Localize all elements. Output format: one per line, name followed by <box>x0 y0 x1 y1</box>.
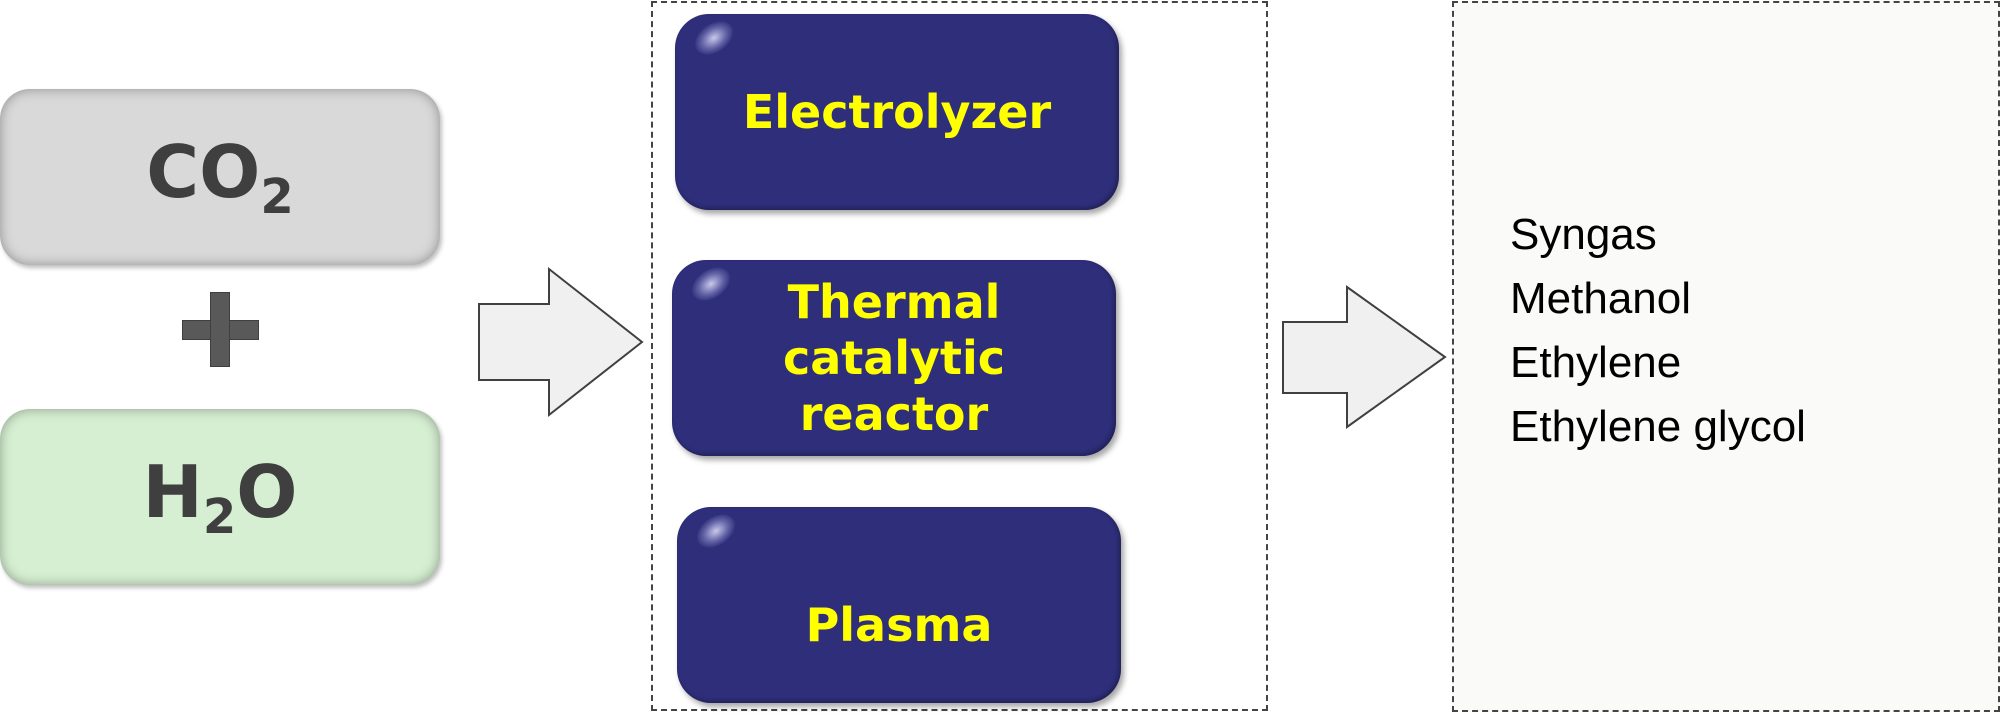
product-item: Ethylene <box>1510 338 1682 387</box>
thermal-catalytic-reactor-box: Thermal catalytic reactor <box>672 260 1116 456</box>
plasma-label: Plasma <box>805 598 993 652</box>
products-group: Syngas Methanol Ethylene Ethylene glycol <box>1452 1 2000 712</box>
h2o-label: H2O <box>142 449 298 545</box>
product-list: Syngas Methanol Ethylene Ethylene glycol <box>1510 203 1806 459</box>
co2-label: CO2 <box>146 129 294 225</box>
h2o-box: H2O <box>0 409 440 585</box>
conversion-technologies-group: Electrolyzer Thermal catalytic reactor P… <box>651 1 1268 711</box>
thermal-label-line1: Thermal catalytic <box>782 275 1006 385</box>
gloss-highlight-icon <box>690 507 742 555</box>
product-item: Ethylene glycol <box>1510 402 1806 451</box>
right-arrow-icon <box>478 266 644 418</box>
electrolyzer-label: Electrolyzer <box>742 85 1052 139</box>
thermal-label-line2: reactor <box>799 387 989 441</box>
product-item: Syngas <box>1510 210 1657 259</box>
product-item: Methanol <box>1510 274 1692 323</box>
gloss-highlight-icon <box>688 14 740 62</box>
co2-box: CO2 <box>0 89 440 265</box>
right-arrow-icon <box>1282 285 1447 429</box>
plasma-box: Plasma <box>677 507 1121 703</box>
plus-icon <box>182 292 259 367</box>
electrolyzer-box: Electrolyzer <box>675 14 1119 210</box>
